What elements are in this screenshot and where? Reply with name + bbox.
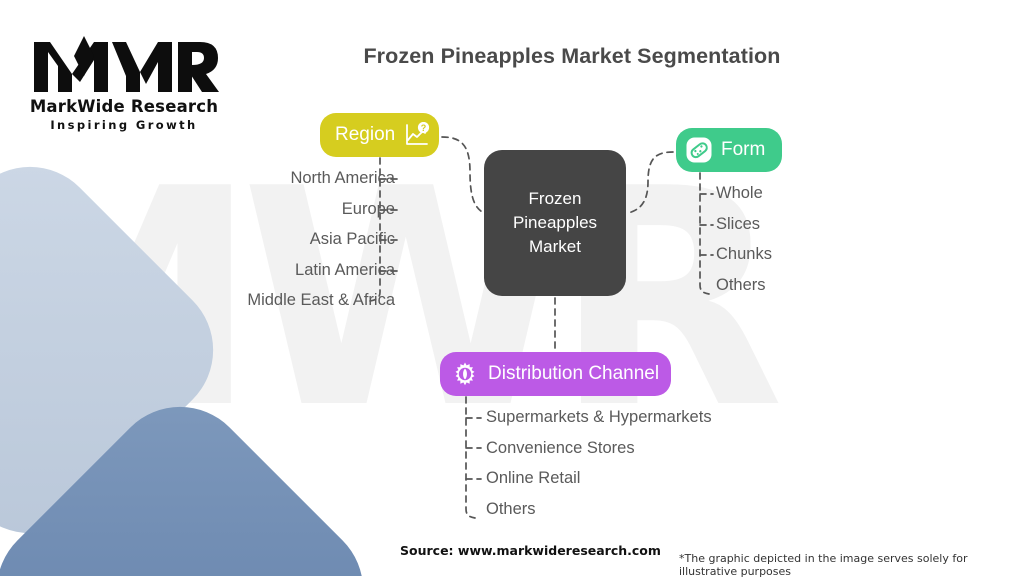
logo-mwr-mark [34, 36, 219, 92]
leaf-form-4: Others [716, 276, 766, 294]
logo-company-name: MarkWide Research [29, 97, 219, 116]
wire-distribution-trunk [465, 396, 476, 519]
leaf-form-3: Chunks [716, 245, 772, 263]
branch-label-form: Form [721, 139, 766, 160]
gear-icon [455, 362, 475, 386]
branch-label-region: Region [335, 124, 396, 145]
leaf-distribution-3: Online Retail [486, 469, 581, 487]
center-node-line-1: Frozen [528, 188, 582, 208]
leaf-region-5: Middle East & Africa [247, 291, 395, 309]
leaf-distribution-1: Supermarkets & Hypermarkets [486, 408, 712, 426]
leaf-distribution-2: Convenience Stores [486, 439, 635, 457]
leaf-form-2: Slices [716, 215, 761, 233]
source-credit: Source: www.markwideresearch.com [400, 543, 661, 558]
capsule-icon [686, 137, 712, 163]
branch-label-distribution-channel: Distribution Channel [488, 363, 660, 384]
branch-node-region[interactable]: Region ? [320, 113, 439, 157]
center-node-frozen-pineapples-market[interactable]: Frozen Pineapples Market [484, 150, 626, 296]
center-node-label: Frozen Pineapples Market [513, 187, 597, 259]
svg-text:?: ? [421, 123, 427, 133]
leaf-distribution-4: Others [486, 500, 536, 518]
branch-node-form[interactable]: Form [676, 128, 782, 172]
branch-node-distribution-channel[interactable]: Distribution Channel [440, 352, 671, 396]
page-title: Frozen Pineapples Market Segmentation [363, 44, 781, 68]
wire-form-trunk [699, 172, 710, 295]
leaf-form-1: Whole [716, 184, 763, 202]
center-node-line-2: Pineapples [512, 212, 598, 232]
leaf-region-2: Europe [341, 200, 395, 218]
chart-question-icon: ? [406, 122, 430, 145]
disclaimer-note: *The graphic depicted in the image serve… [679, 552, 968, 578]
wire-form-to-center [627, 151, 674, 214]
leaf-region-3: Asia Pacific [309, 230, 395, 248]
wire-region-to-center [441, 136, 485, 214]
wire-region-trunk [369, 157, 381, 302]
center-node-line-3: Market [529, 237, 581, 257]
leaf-region-1: North America [290, 169, 395, 187]
logo-tagline: Inspiring Growth [50, 118, 198, 132]
leaf-region-4: Latin America [295, 261, 395, 279]
brand-logo: MarkWide Research Inspiring Growth [28, 32, 220, 132]
